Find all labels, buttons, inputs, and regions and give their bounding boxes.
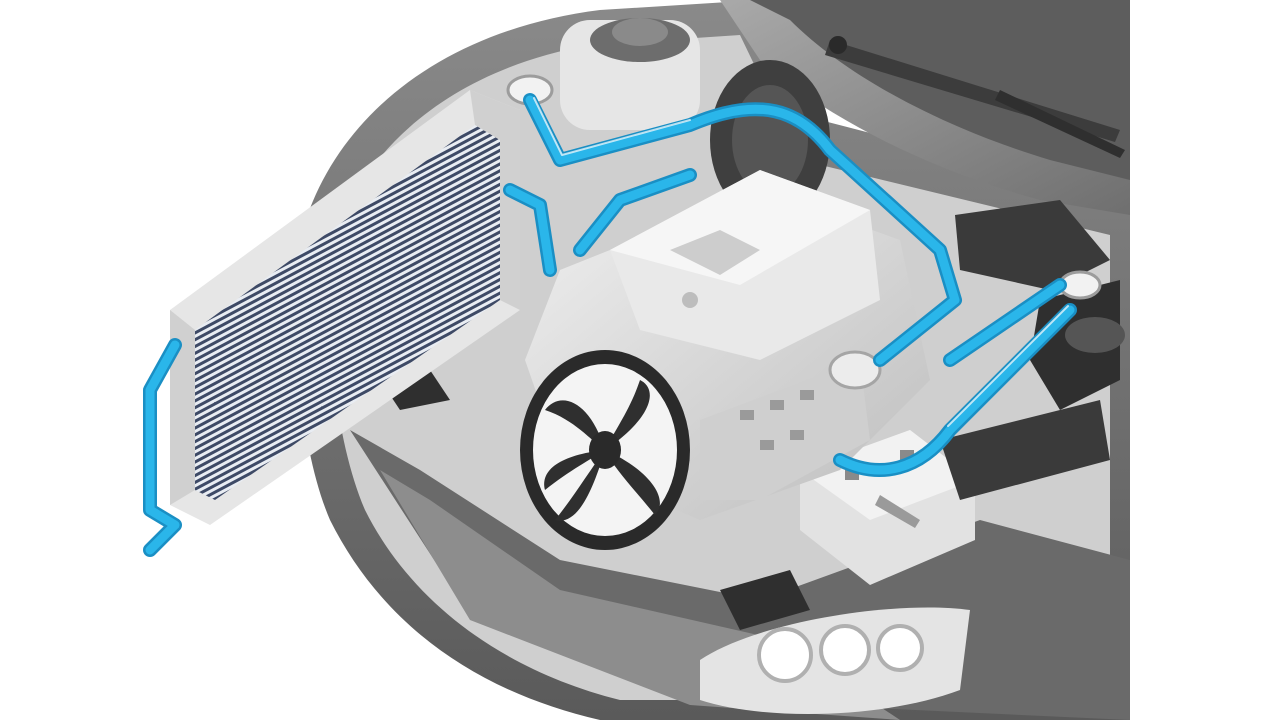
radiator xyxy=(170,90,520,525)
coolant-hoses xyxy=(143,93,1077,557)
page-margin xyxy=(1130,0,1280,720)
front-bumper xyxy=(380,370,1110,630)
coolant-reservoir xyxy=(506,74,1102,390)
fluid-reservoir xyxy=(560,18,700,130)
engine-cover xyxy=(610,170,880,360)
headlight xyxy=(700,607,970,714)
air-filter-box xyxy=(955,200,1125,410)
windshield-wiper xyxy=(825,36,1125,158)
cooling-fan xyxy=(520,350,690,550)
